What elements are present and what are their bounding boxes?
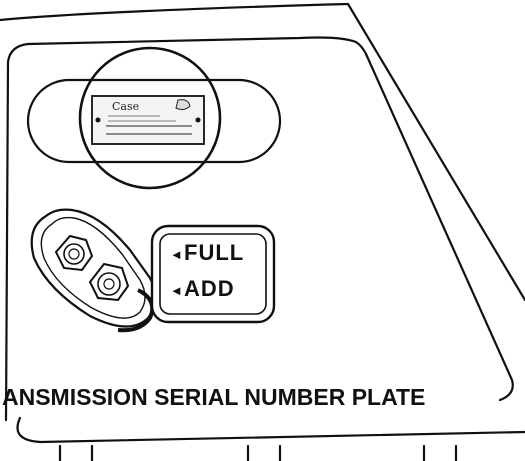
plate-rivet-left [95, 117, 101, 123]
housing-top-edge [0, 2, 350, 22]
plate-recess-oval [26, 78, 282, 164]
gauge-add-label: ADD [184, 276, 235, 301]
housing-slope-edge [346, 2, 525, 302]
plate-corner-glint [175, 99, 191, 111]
plate-scribble [108, 115, 176, 122]
plug-shadow [117, 288, 155, 333]
serial-plate [91, 95, 205, 145]
figure-caption: ANSMISSION SERIAL NUMBER PLATE [2, 384, 425, 410]
panel-border [4, 36, 358, 422]
oil-level-gauge: ◄ FULL ◄ ADD [150, 224, 276, 324]
flange-line [58, 444, 458, 461]
gauge-full-arrow: ◄ [170, 247, 184, 262]
plug-assembly [30, 208, 157, 333]
upper-plug-center [68, 248, 80, 260]
plate-rivet-right [195, 117, 201, 123]
plug-housing-inner [40, 216, 146, 319]
gauge-add-arrow: ◄ [170, 283, 184, 298]
plate-brand-text: Case [112, 100, 139, 113]
serial-plate-area: Case [26, 46, 282, 190]
housing-bottom-edge [16, 416, 525, 444]
gauge-full-label: FULL [184, 240, 244, 265]
highlight-circle [78, 46, 222, 190]
panel-slope-edge [354, 40, 514, 402]
gauge-window [159, 233, 267, 315]
lower-plug-center [103, 278, 115, 290]
